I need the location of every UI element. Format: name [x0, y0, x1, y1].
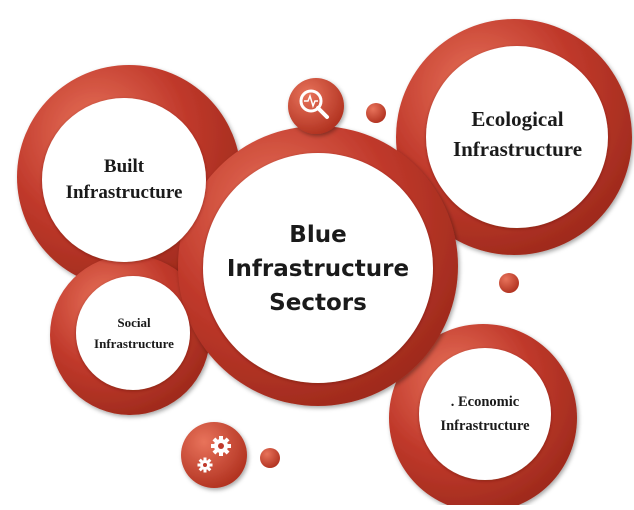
social-infrastructure-label: Social Infrastructure — [94, 315, 174, 351]
built-infrastructure-label: Built Infrastructure — [65, 156, 183, 203]
dot-top — [366, 103, 386, 123]
magnifier-pulse-icon — [288, 78, 344, 134]
dot-bottom — [260, 448, 280, 468]
economic-inner — [419, 348, 551, 480]
ecological-inner — [426, 46, 608, 228]
economic-infrastructure-label: . Economic Infrastructure — [440, 394, 530, 434]
inner-circles — [42, 46, 608, 480]
decorative-dots — [260, 103, 519, 468]
social-inner — [76, 276, 190, 390]
dot-right — [499, 273, 519, 293]
built-inner — [42, 98, 206, 262]
center-title: Blue Infrastructure Sectors — [226, 222, 410, 316]
ecological-infrastructure-label: Ecological Infrastructure — [452, 107, 583, 161]
center-inner — [203, 153, 433, 383]
gears-icon — [181, 422, 247, 488]
